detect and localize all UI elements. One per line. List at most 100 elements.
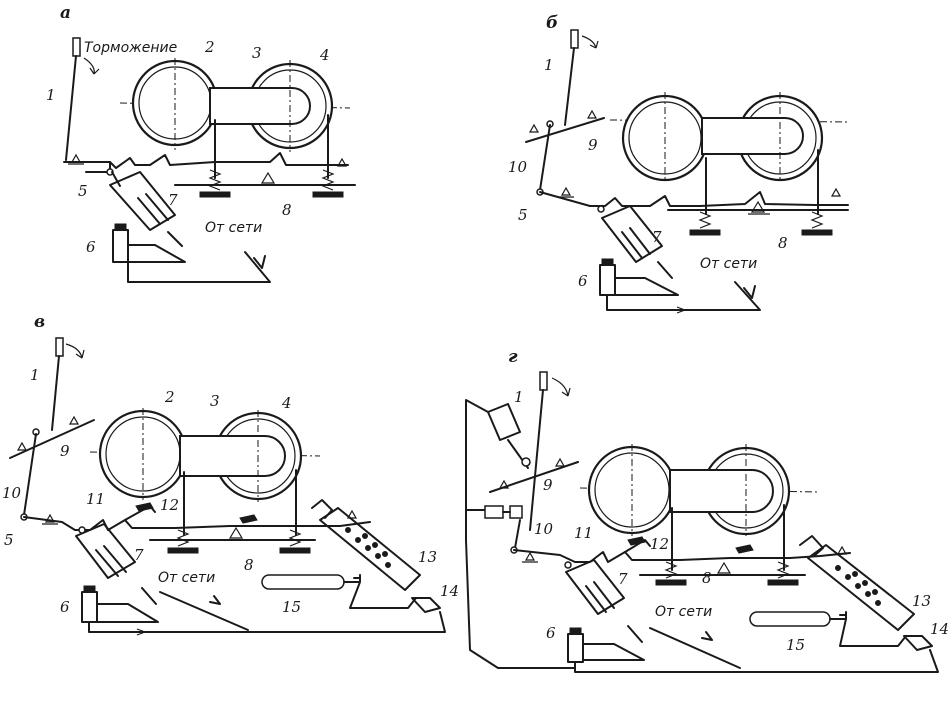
panel-b-mains-label: От сети [700,256,757,272]
panel-v-reservoir-pipe [343,574,417,609]
panel-g-label-10: 10 [534,520,554,538]
panel-v-valve-6 [81,591,98,623]
panel-g-piston [585,581,615,613]
panel-v-lever-handle [55,337,64,357]
panel-b-lever-arrow [581,35,599,49]
panel-a-label-6: 6 [86,238,96,256]
panel-b-label-10: 10 [508,158,528,176]
panel-b-valve-6 [599,264,616,296]
panel-g-label-14: 14 [930,620,949,638]
panel-b-letter: б [546,13,558,33]
panel-g-valve-6 [567,633,584,663]
panel-v-reservoir-15 [261,574,345,590]
panel-g-label-9: 9 [543,476,553,494]
panel-a-caption: Торможение [84,40,177,56]
panel-v-spring-right [279,529,311,554]
panel-v-latch-12 [135,502,154,512]
panel-g-label-1: 1 [514,388,524,406]
panel-b-flow-arrow [743,285,756,299]
panel-g-lever-arrow [551,377,571,397]
panel-b-label-9: 9 [588,136,598,154]
panel-a-brake-rod [63,152,349,169]
panel-b-cylinder-joint [597,205,605,213]
panel-v-frame-3-inner [205,435,286,477]
panel-g-rocker-9 [489,461,579,493]
panel-g-label-12: 12 [650,535,669,553]
panel-a-spring-right [312,169,344,198]
panel-a-valve-cap [114,223,127,231]
panel-v-brake-rod [23,516,371,531]
panel-v-accumulator-dots [345,527,391,568]
panel-v-accumulator-13 [319,507,421,591]
panel-v-mains-pipe [159,591,249,631]
panel-v-pipe [88,587,446,633]
panel-v-rod-10 [23,433,37,516]
panel-v-rocker-pivots [16,415,80,451]
panel-g-label-15: 15 [786,636,805,654]
panel-a-fulcrum [258,171,280,186]
panel-v-fulcrum [226,526,248,541]
panel-a-cylinder-7 [109,171,176,231]
panel-a-hangers [214,114,329,179]
panel-v-label-11: 11 [86,490,105,508]
panel-v-label-7: 7 [134,546,144,564]
panel-v-piston [95,545,127,577]
panel-g-lever-handle [539,371,548,391]
panel-a-label-2: 2 [204,38,215,56]
panel-v-label-3: 3 [210,392,220,410]
panel-g-latch-12 [627,536,646,546]
panel-a-label-3: 3 [252,44,262,62]
panel-g-rod-10 [514,519,521,549]
panel-g-frame-inner [694,469,774,513]
panel-g-brake-rod [513,549,851,563]
panel-b-label-8: 8 [778,234,788,252]
panel-g-reservoir-15 [749,611,831,627]
panel-g-label-6: 6 [546,624,556,642]
panel-v-pivot-right [346,509,358,519]
panel-g-valve-14 [903,635,933,651]
panel-v-label-2: 2 [164,388,175,406]
panel-a-lever-arrow [83,57,100,75]
panel-b-spring-left [689,211,721,236]
panel-b-label-1: 1 [544,56,554,74]
panel-a-label-5: 5 [78,182,88,200]
panel-v-label-5: 5 [4,531,14,549]
panel-g-spring-right [767,561,799,586]
panel-g-pivot [522,551,538,563]
panel-g-lever-1 [529,389,544,531]
panel-g-mains-pipe [649,627,741,669]
panel-a-label-8: 8 [282,201,292,219]
panel-g-cylinder-7 [565,559,625,615]
panel-b-hangers [705,149,819,215]
panel-b-rocker-9 [525,117,605,143]
panel-v-lever-arrow [65,343,85,359]
panel-b-valve-cap [601,258,614,266]
panel-g-label-7: 7 [618,570,628,588]
panel-b-frame-inner [725,117,804,155]
panel-g-outer-pipe [465,509,576,669]
panel-b-brake-rod [539,191,849,207]
panel-v-hangers [183,469,297,536]
panel-g-mains-label: От сети [655,604,712,620]
panel-b-pivot [558,186,574,198]
panel-g-fulcrum [714,561,736,576]
panel-g-hook [799,535,824,557]
panel-v-latch-right [239,514,258,524]
panel-v: в 1 9 10 5 11 12 2 3 4 [2,312,459,636]
panel-v-label-1: 1 [30,366,40,384]
panel-v-hook [311,499,333,519]
panel-a-link-5 [85,161,111,173]
panel-a-valve-6 [112,229,129,263]
panel-v-mains-label: От сети [158,570,215,586]
panel-a-pivot-right [336,157,348,167]
panel-v-label-6: 6 [60,598,70,616]
panel-g-coupling-right [509,505,523,519]
panel-b-label-7: 7 [652,228,662,246]
panel-b-flow-arrow-2 [676,306,686,314]
panel-v-flow-arrow-2 [136,628,146,636]
panel-a-mains-label: От сети [205,220,262,236]
panel-v-valve-14 [411,597,441,613]
panel-g-solenoid-joint [521,457,531,467]
